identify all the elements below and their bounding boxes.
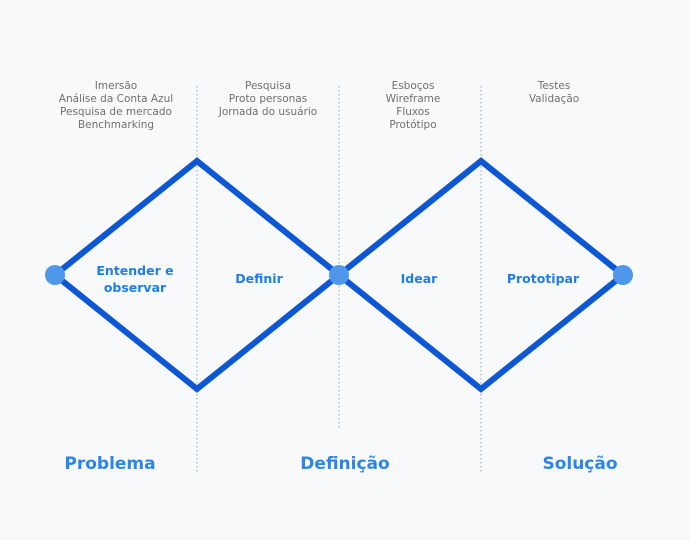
phase-label-line: Idear <box>400 271 438 286</box>
note-item: Benchmarking <box>77 119 155 131</box>
phase-label-prototipar: Prototipar <box>483 270 603 287</box>
notes-column-2: Pesquisa Proto personas Jornada do usuár… <box>193 80 343 119</box>
phase-label-line: Prototipar <box>506 271 580 286</box>
end-node <box>613 265 633 285</box>
notes-column-4: Testes Validação <box>479 80 629 106</box>
phase-label-idear: Idear <box>359 270 479 287</box>
phase-label-line: observar <box>103 280 167 295</box>
section-label-problema: Problema <box>64 454 156 474</box>
note-item: Testes <box>537 80 571 92</box>
note-item: Jornada do usuário <box>218 106 318 118</box>
note-item: Proto personas <box>228 93 308 105</box>
phase-label-entender: Entender e observar <box>75 262 195 296</box>
note-item: Validação <box>528 93 580 105</box>
note-item: Protótipo <box>389 119 437 131</box>
note-item: Wireframe <box>385 93 441 105</box>
note-item: Análise da Conta Azul <box>58 93 174 105</box>
note-item: Fluxos <box>396 106 430 118</box>
phase-label-line: Definir <box>235 271 283 286</box>
section-label-definicao: Definição <box>300 454 390 474</box>
section-label-solucao: Solução <box>542 454 618 474</box>
note-item: Imersão <box>94 80 138 92</box>
middle-node <box>329 265 349 285</box>
phase-label-line: Entender e <box>96 263 174 278</box>
note-item: Esboços <box>391 80 435 92</box>
phase-label-definir: Definir <box>199 270 319 287</box>
note-item: Pesquisa de mercado <box>60 106 172 118</box>
start-node <box>45 265 65 285</box>
note-item: Pesquisa <box>244 80 292 92</box>
notes-column-3: Esboços Wireframe Fluxos Protótipo <box>338 80 488 132</box>
notes-column-1: Imersão Análise da Conta Azul Pesquisa d… <box>41 80 191 132</box>
